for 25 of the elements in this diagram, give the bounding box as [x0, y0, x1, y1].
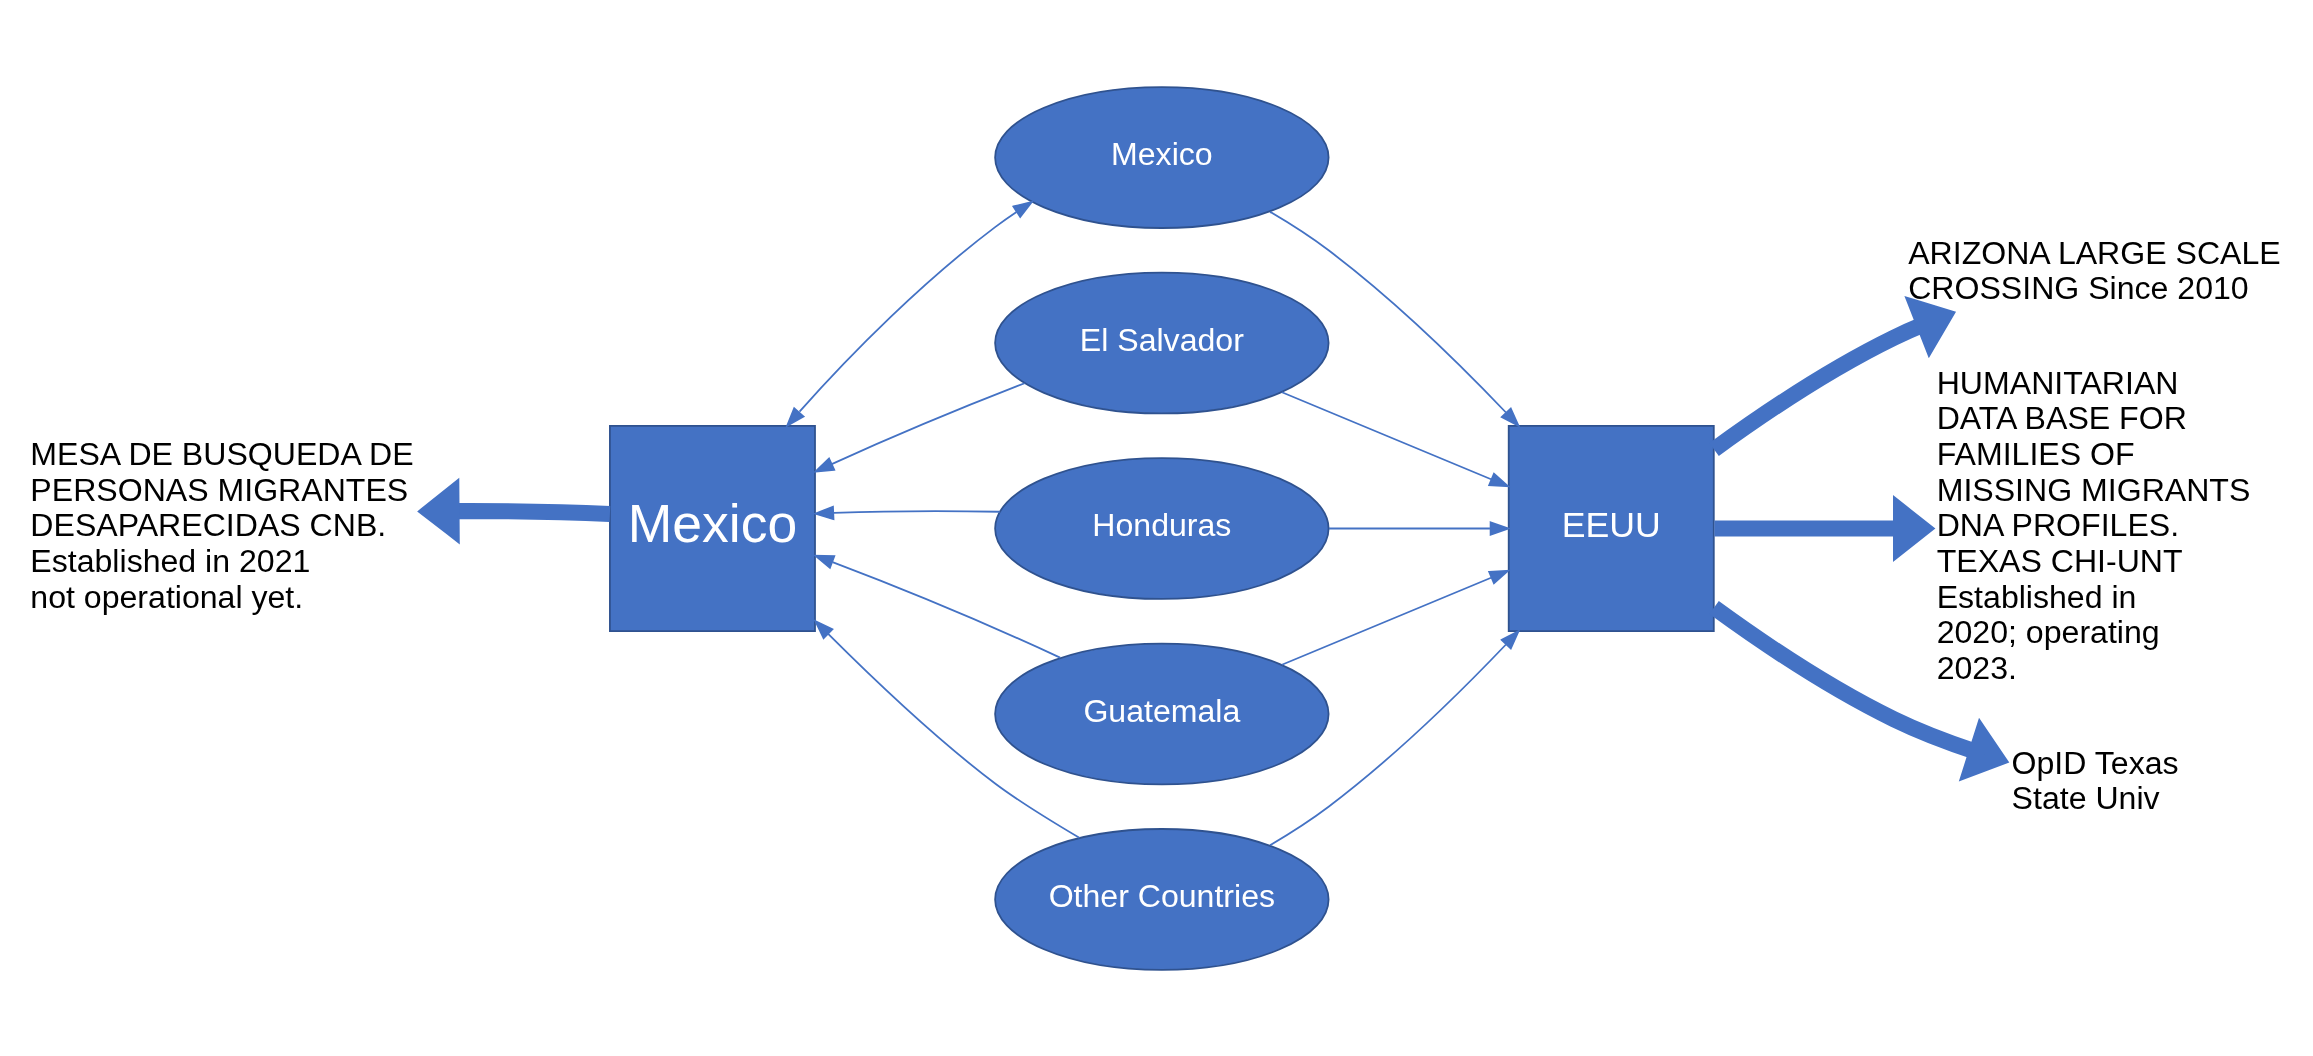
arrow	[1709, 295, 1957, 456]
arrow	[417, 477, 611, 544]
node-box: Mexico	[609, 424, 816, 632]
node-text: ARIZONA LARGE SCALE CROSSING Since 2010	[1908, 234, 2281, 306]
arrow	[1281, 390, 1511, 487]
node-ellipse: Guatemala	[994, 642, 1330, 785]
arrow	[1269, 210, 1521, 428]
node-box: EEUU	[1507, 424, 1715, 632]
node-ellipse: El Salvador	[994, 271, 1330, 414]
arrow	[1709, 600, 2010, 781]
node-text: OpID Texas State Univ	[2011, 744, 2179, 816]
node-ellipse: Other Countries	[994, 827, 1330, 971]
arrow	[785, 200, 1035, 428]
arrow	[813, 618, 1081, 839]
arrow	[1281, 569, 1511, 666]
arrow	[1714, 494, 1936, 562]
arrow	[812, 381, 1026, 473]
node-ellipse: Mexico	[994, 85, 1330, 229]
node-text: MESA DE BUSQUEDA DE PERSONAS MIGRANTES DESAPARECIDAS CNB. Established in 2021 not operational yet.	[30, 435, 414, 615]
arrow	[1269, 628, 1521, 846]
node-text: HUMANITARIAN DATA BASE FOR FAMILIES OF MISSING MIGRANTS DNA PROFILES. TEXAS CHI-UNT Established in 2020; operating 2023.	[1936, 364, 2251, 686]
arrow	[812, 504, 1001, 520]
arrow	[812, 554, 1061, 658]
node-ellipse: Honduras	[994, 456, 1330, 600]
arrow	[1328, 520, 1512, 536]
